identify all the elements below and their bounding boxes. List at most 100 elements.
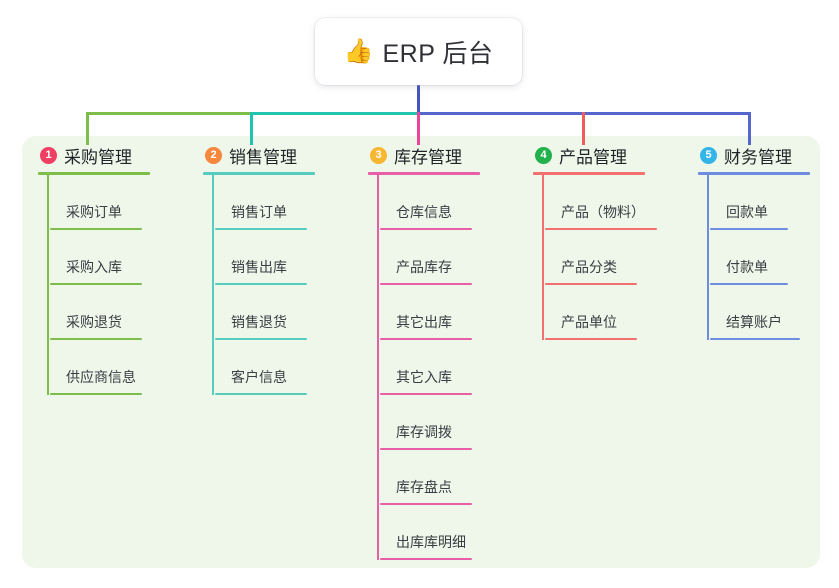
list-item[interactable]: 采购入库 — [50, 230, 198, 285]
list-item[interactable]: 产品分类 — [545, 230, 703, 285]
list-item[interactable]: 销售出库 — [215, 230, 363, 285]
branch-column-3: 3 库存管理 仓库信息 产品库存 其它出库 其它入库 库存调拨 — [368, 142, 528, 560]
branch-item-label: 仓库信息 — [396, 204, 452, 220]
branch-item-label: 回款单 — [726, 204, 768, 220]
connector-bar-teal — [250, 112, 418, 115]
branch-number-badge-2: 2 — [205, 146, 222, 164]
list-item[interactable]: 采购订单 — [50, 175, 198, 230]
branch-number-badge-3: 3 — [370, 146, 387, 164]
list-item[interactable]: 库存盘点 — [380, 450, 528, 505]
branch-item-label: 销售出库 — [231, 259, 287, 275]
branch-item-label: 销售退货 — [231, 314, 287, 330]
list-item[interactable]: 库存调拨 — [380, 395, 528, 450]
branch-item-rule — [215, 338, 307, 340]
branch-item-label: 采购入库 — [66, 259, 122, 275]
root-stem-connector — [417, 85, 420, 114]
branch-spine-1 — [47, 175, 49, 395]
branch-column-4: 4 产品管理 产品（物料） 产品分类 产品单位 — [533, 142, 703, 340]
branch-drop-5 — [748, 112, 751, 145]
branch-header-rule-3 — [368, 172, 480, 175]
thumbs-up-icon: 👍 — [343, 37, 374, 65]
list-item[interactable]: 出库库明细 — [380, 505, 528, 560]
branch-item-label: 产品分类 — [561, 259, 617, 275]
branch-items-5: 回款单 付款单 结算账户 — [698, 175, 839, 340]
branch-spine-3 — [377, 175, 379, 560]
list-item[interactable]: 产品（物料） — [545, 175, 703, 230]
branch-item-rule — [50, 393, 142, 395]
branch-item-rule — [545, 228, 657, 230]
branch-header-5[interactable]: 5 财务管理 — [698, 142, 839, 168]
branch-spine-4 — [542, 175, 544, 340]
branch-items-1: 采购订单 采购入库 采购退货 供应商信息 — [38, 175, 198, 395]
branch-item-label: 产品单位 — [561, 314, 617, 330]
list-item[interactable]: 销售订单 — [215, 175, 363, 230]
branch-title-2: 销售管理 — [229, 147, 297, 167]
branch-header-4[interactable]: 4 产品管理 — [533, 142, 703, 168]
branches-panel — [22, 136, 820, 568]
branch-item-label: 库存盘点 — [396, 479, 452, 495]
branch-item-label: 采购订单 — [66, 204, 122, 220]
branch-title-1: 采购管理 — [64, 147, 132, 167]
branch-item-rule — [380, 338, 472, 340]
list-item[interactable]: 仓库信息 — [380, 175, 528, 230]
branch-item-rule — [380, 503, 472, 505]
branch-column-2: 2 销售管理 销售订单 销售出库 销售退货 客户信息 — [203, 142, 363, 395]
branch-item-label: 其它入库 — [396, 369, 452, 385]
branch-title-5: 财务管理 — [724, 147, 792, 167]
list-item[interactable]: 付款单 — [710, 230, 839, 285]
branch-header-rule-4 — [533, 172, 645, 175]
branch-item-label: 采购退货 — [66, 314, 122, 330]
list-item[interactable]: 其它出库 — [380, 285, 528, 340]
list-item[interactable]: 回款单 — [710, 175, 839, 230]
branch-drop-2 — [250, 112, 253, 145]
branch-number-badge-4: 4 — [535, 146, 552, 164]
branch-header-2[interactable]: 2 销售管理 — [203, 142, 363, 168]
branch-header-rule-1 — [38, 172, 150, 175]
branch-item-label: 产品库存 — [396, 259, 452, 275]
branch-item-rule — [710, 228, 788, 230]
list-item[interactable]: 结算账户 — [710, 285, 839, 340]
branch-item-label: 客户信息 — [231, 369, 287, 385]
branch-item-rule — [50, 283, 142, 285]
list-item[interactable]: 产品库存 — [380, 230, 528, 285]
branch-item-rule — [380, 228, 472, 230]
branch-column-5: 5 财务管理 回款单 付款单 结算账户 — [698, 142, 839, 340]
branch-item-label: 供应商信息 — [66, 369, 136, 385]
branch-drop-3 — [417, 112, 420, 145]
list-item[interactable]: 采购退货 — [50, 285, 198, 340]
branch-item-rule — [545, 338, 637, 340]
branch-item-rule — [380, 448, 472, 450]
branch-drop-4 — [582, 112, 585, 145]
branch-header-rule-2 — [203, 172, 315, 175]
branch-item-rule — [710, 338, 800, 340]
branch-items-2: 销售订单 销售出库 销售退货 客户信息 — [203, 175, 363, 395]
branch-item-rule — [50, 228, 142, 230]
branch-header-1[interactable]: 1 采购管理 — [38, 142, 198, 168]
root-node[interactable]: 👍 ERP 后台 — [315, 18, 522, 85]
branch-item-rule — [215, 393, 307, 395]
list-item[interactable]: 客户信息 — [215, 340, 363, 395]
branch-spine-5 — [707, 175, 709, 340]
branch-item-rule — [380, 558, 472, 560]
list-item[interactable]: 其它入库 — [380, 340, 528, 395]
branch-drop-1 — [86, 112, 89, 145]
branch-header-3[interactable]: 3 库存管理 — [368, 142, 528, 168]
branch-title-3: 库存管理 — [394, 147, 462, 167]
branch-item-label: 其它出库 — [396, 314, 452, 330]
branch-items-4: 产品（物料） 产品分类 产品单位 — [533, 175, 703, 340]
list-item[interactable]: 销售退货 — [215, 285, 363, 340]
branch-item-label: 库存调拨 — [396, 424, 452, 440]
branch-number-badge-5: 5 — [700, 146, 717, 164]
branch-item-rule — [50, 338, 142, 340]
branch-item-label: 销售订单 — [231, 204, 287, 220]
branch-item-label: 出库库明细 — [396, 534, 466, 550]
branch-item-label: 结算账户 — [726, 314, 782, 330]
branch-item-rule — [380, 393, 472, 395]
branch-item-rule — [380, 283, 472, 285]
branch-item-rule — [215, 228, 307, 230]
connector-bar-green — [86, 112, 251, 115]
branch-item-label: 付款单 — [726, 259, 768, 275]
list-item[interactable]: 产品单位 — [545, 285, 703, 340]
list-item[interactable]: 供应商信息 — [50, 340, 198, 395]
